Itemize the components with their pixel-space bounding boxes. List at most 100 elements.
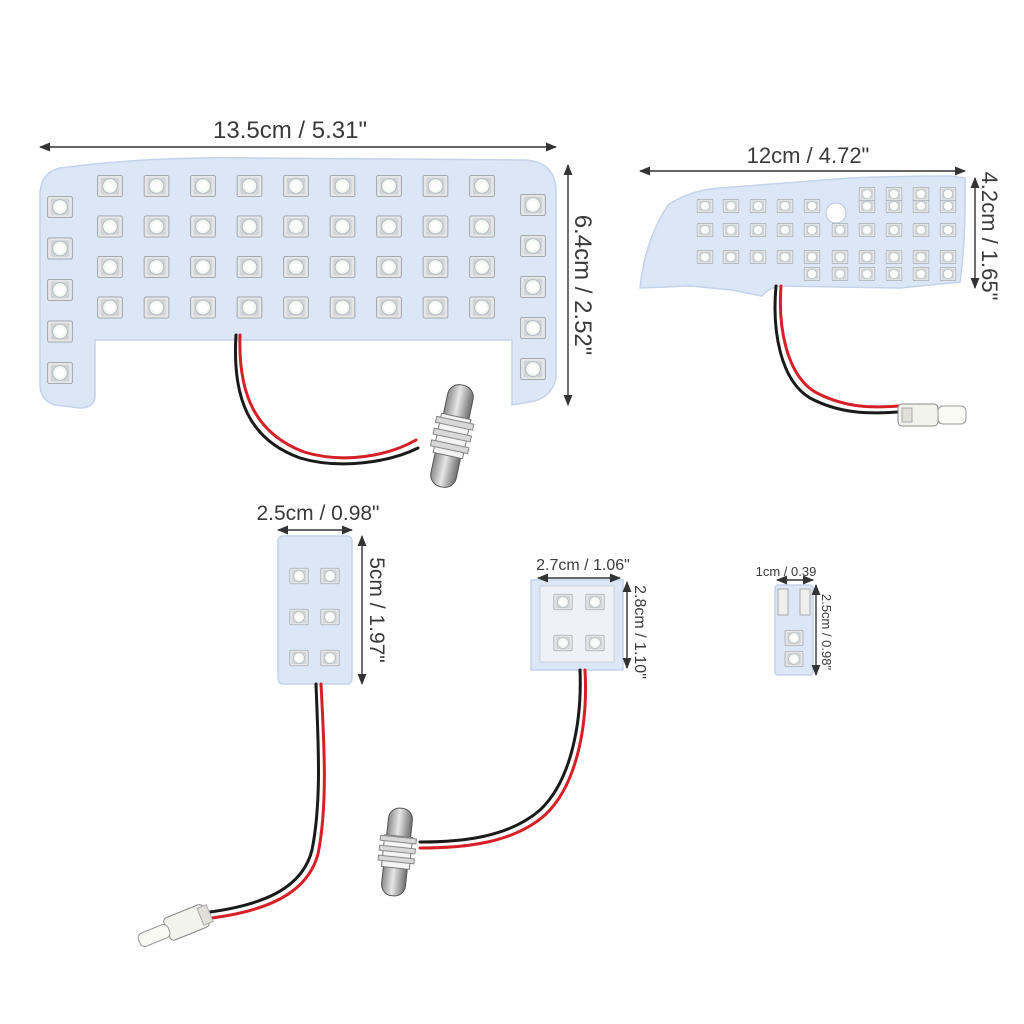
festoon-bulb-icon xyxy=(377,807,418,897)
square-led-panel xyxy=(530,579,624,671)
smd-led-icon xyxy=(553,634,573,652)
smd-led-icon xyxy=(283,175,309,197)
smd-led-icon xyxy=(469,256,495,278)
smd-led-icon xyxy=(47,362,73,384)
smd-led-icon xyxy=(520,358,546,380)
smd-led-icon xyxy=(749,223,767,237)
smd-led-icon xyxy=(190,215,216,238)
festoon-bulb-icon xyxy=(429,384,475,488)
smd-led-icon xyxy=(329,296,356,319)
smd-led-icon xyxy=(190,256,216,278)
dimension-lines xyxy=(38,142,980,686)
smd-led-icon xyxy=(858,199,876,213)
smd-led-icon xyxy=(696,250,714,264)
smd-led-icon xyxy=(939,267,957,281)
smd-led-icon xyxy=(97,296,123,319)
smd-led-icon xyxy=(520,194,546,216)
smd-led-icon xyxy=(784,651,804,667)
smd-led-icon xyxy=(912,187,930,201)
smd-led-icon xyxy=(831,223,849,237)
smd-led-icon xyxy=(831,267,849,281)
smd-led-icon xyxy=(320,567,340,585)
panel-large-height-label: 6.4cm / 2.52" xyxy=(569,215,596,356)
panel-square-width-label: 2.7cm / 1.06" xyxy=(536,557,630,574)
panel-curved-height-label: 4.2cm / 1.65" xyxy=(977,172,1002,301)
smd-led-icon xyxy=(376,215,402,238)
smd-led-icon xyxy=(749,250,767,264)
smd-led-icon xyxy=(885,199,903,213)
smd-led-icon xyxy=(283,296,309,319)
smd-led-icon xyxy=(520,276,546,298)
smd-led-icon xyxy=(776,199,794,213)
smd-led-icon xyxy=(236,175,263,197)
smd-led-icon xyxy=(885,267,903,281)
smd-led-icon xyxy=(469,175,495,197)
smd-led-icon xyxy=(143,296,170,319)
smd-led-icon xyxy=(520,235,546,257)
smd-led-icon xyxy=(422,175,449,197)
smd-led-icon xyxy=(585,634,605,652)
tiny-led-panel xyxy=(774,584,814,676)
smd-led-icon xyxy=(722,250,740,264)
smd-led-icon xyxy=(47,320,73,343)
dimension-labels: 13.5cm / 5.31" 6.4cm / 2.52" 12cm / 4.72… xyxy=(213,117,1002,679)
smd-led-icon xyxy=(858,187,876,201)
mounting-hole xyxy=(825,202,847,224)
panel-small-height-label: 5cm / 1.97" xyxy=(365,557,388,663)
smd-led-icon xyxy=(236,215,263,238)
smd-led-icon xyxy=(939,187,957,201)
smd-led-icon xyxy=(858,223,876,237)
smd-led-icon xyxy=(236,256,263,278)
smd-led-icon xyxy=(858,250,876,264)
smd-led-icon xyxy=(376,256,402,278)
panel-tiny-width-label: 1cm / 0.39 xyxy=(756,564,817,579)
smd-led-icon xyxy=(722,223,740,237)
smd-led-icon xyxy=(422,256,449,278)
panel-curved-width-label: 12cm / 4.72" xyxy=(747,143,870,168)
smd-led-icon xyxy=(885,223,903,237)
panel-square-height-label: 2.8cm / 1.10" xyxy=(631,585,648,679)
smd-led-icon xyxy=(376,175,402,197)
smd-led-icon xyxy=(97,175,123,197)
smd-led-icon xyxy=(912,250,930,264)
smd-led-icon xyxy=(885,250,903,264)
smd-led-icon xyxy=(803,250,821,264)
smd-led-icon xyxy=(289,608,309,626)
smd-led-icon xyxy=(939,199,957,213)
wires xyxy=(208,284,900,920)
smd-led-icon xyxy=(190,296,216,319)
smd-led-icon xyxy=(722,199,740,213)
curved-led-panel xyxy=(639,175,966,297)
smd-led-icon xyxy=(376,296,402,319)
smd-led-icon xyxy=(469,296,495,319)
smd-led-icon xyxy=(939,250,957,264)
smd-led-icon xyxy=(803,267,821,281)
large-led-panel xyxy=(39,156,557,409)
smd-led-icon xyxy=(803,199,821,213)
smd-led-icon xyxy=(143,175,170,197)
smd-led-icon xyxy=(885,187,903,201)
t10-wedge-bulb-icon xyxy=(137,904,214,947)
smd-led-icon xyxy=(858,267,876,281)
smd-led-icon xyxy=(585,593,605,611)
small-led-panel xyxy=(277,535,353,685)
smd-led-icon xyxy=(320,649,340,667)
smd-led-icon xyxy=(236,296,263,319)
smd-led-icon xyxy=(283,256,309,278)
smd-led-icon xyxy=(776,250,794,264)
smd-led-icon xyxy=(329,256,356,278)
panel-tiny-height-label: 2.5cm / 0.98" xyxy=(819,594,834,671)
smd-led-icon xyxy=(289,567,309,585)
smd-led-icon xyxy=(289,649,309,667)
smd-led-icon xyxy=(320,608,340,626)
smd-led-icon xyxy=(696,223,714,237)
smd-led-icon xyxy=(47,279,73,301)
smd-led-icon xyxy=(329,175,356,197)
smd-led-icon xyxy=(912,199,930,213)
smd-led-icon xyxy=(553,593,573,611)
smd-led-icon xyxy=(803,223,821,237)
smd-led-icon xyxy=(97,256,123,278)
smd-led-icon xyxy=(784,630,804,646)
